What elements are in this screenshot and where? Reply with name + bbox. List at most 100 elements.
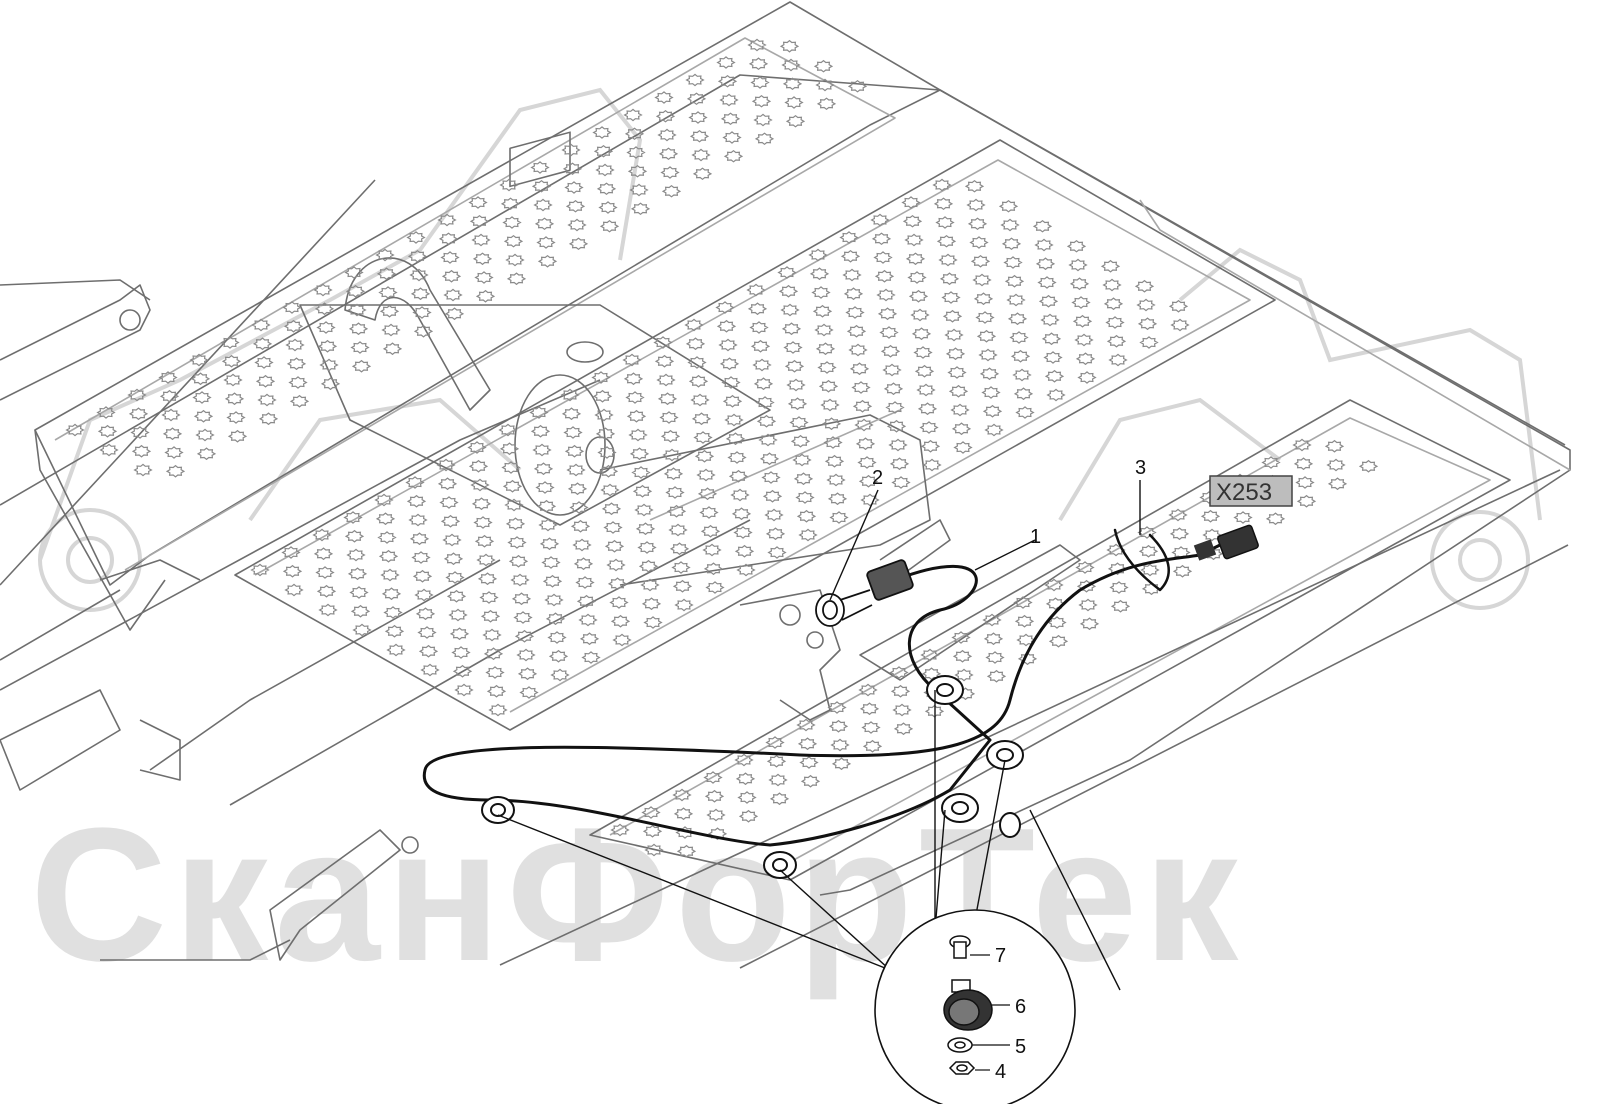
dimple (1202, 528, 1222, 542)
dimple (984, 423, 1004, 437)
dimple (254, 356, 274, 369)
dimple (861, 721, 881, 734)
dimple (786, 378, 806, 392)
dimple (501, 461, 521, 474)
dimple (750, 339, 771, 353)
dimple (874, 269, 895, 283)
dimple (320, 377, 341, 391)
dimple (533, 462, 554, 476)
dimple (128, 407, 149, 421)
dimple (1103, 297, 1124, 311)
dimple (725, 432, 746, 446)
dimple (471, 233, 491, 247)
dimple (1075, 561, 1095, 574)
dimple (716, 56, 736, 69)
dimple (816, 97, 837, 111)
dimple (316, 584, 337, 598)
dimple (454, 683, 474, 697)
dimple (831, 757, 852, 771)
dimple (192, 391, 212, 404)
dimple (567, 218, 587, 232)
dimple (660, 429, 681, 443)
dimple (1006, 293, 1026, 307)
dimple (818, 379, 839, 393)
dimple (857, 456, 877, 469)
dimple (643, 616, 663, 629)
dimple (606, 558, 626, 572)
dimple (893, 722, 914, 736)
dimple (824, 454, 845, 468)
dimple (797, 737, 818, 751)
dimple (675, 826, 695, 839)
dimple (407, 249, 428, 263)
dimple (814, 323, 834, 337)
dimple (569, 501, 589, 514)
washer-icon (947, 1037, 973, 1053)
dimple (847, 79, 868, 93)
dimple (885, 401, 905, 414)
dimple (1015, 406, 1035, 419)
clamp-detail-icon (943, 979, 993, 1031)
dimple (1041, 332, 1062, 346)
dimple (809, 267, 830, 281)
dimple (1134, 279, 1155, 293)
dimple (502, 216, 522, 229)
dimple (768, 773, 788, 787)
dimple (451, 646, 471, 659)
dimple (693, 431, 713, 444)
dimple (871, 232, 892, 246)
dimple (666, 504, 687, 518)
dimple (1068, 258, 1088, 272)
dimple (452, 664, 473, 678)
dimple (531, 179, 552, 193)
dimple (381, 587, 402, 601)
dimple (539, 537, 560, 551)
callout-3: 3 (1135, 457, 1146, 479)
dimple (601, 502, 622, 516)
dimple (717, 74, 738, 88)
dimple (347, 567, 368, 581)
dimple (1200, 509, 1221, 523)
dimple (257, 393, 277, 407)
dimple (289, 394, 310, 408)
dimple (193, 409, 214, 423)
dimple (345, 284, 366, 298)
dimple (705, 581, 725, 594)
dimple (782, 77, 803, 91)
dimple (630, 202, 651, 216)
dimple (1109, 581, 1129, 594)
dimple (598, 464, 619, 478)
dimple (350, 604, 371, 618)
dimple (1038, 294, 1059, 308)
dimple (663, 467, 684, 481)
dimple (477, 572, 498, 586)
dimple (858, 474, 879, 488)
dimple (626, 409, 647, 423)
dimple (908, 289, 929, 303)
dimple (828, 719, 849, 733)
clamp-3 (941, 793, 979, 823)
dimple (252, 337, 273, 351)
dimple (778, 284, 799, 298)
dimple (873, 251, 893, 264)
harness-main (422, 543, 1222, 847)
dimple (224, 392, 245, 406)
dimple (344, 266, 364, 279)
dimple (598, 201, 618, 214)
dimple (688, 374, 709, 388)
handle-bar (344, 257, 491, 411)
dimple (226, 411, 246, 424)
dimple (849, 362, 870, 376)
dimple (905, 252, 926, 266)
dimple (623, 372, 644, 386)
dimple (474, 271, 494, 284)
dimple (440, 514, 461, 528)
dimple (692, 167, 713, 181)
dimple (410, 287, 431, 301)
dimple (970, 254, 991, 268)
dimple (1043, 351, 1063, 364)
dimple (420, 663, 440, 677)
dimple (935, 216, 955, 229)
dimple (612, 633, 632, 647)
